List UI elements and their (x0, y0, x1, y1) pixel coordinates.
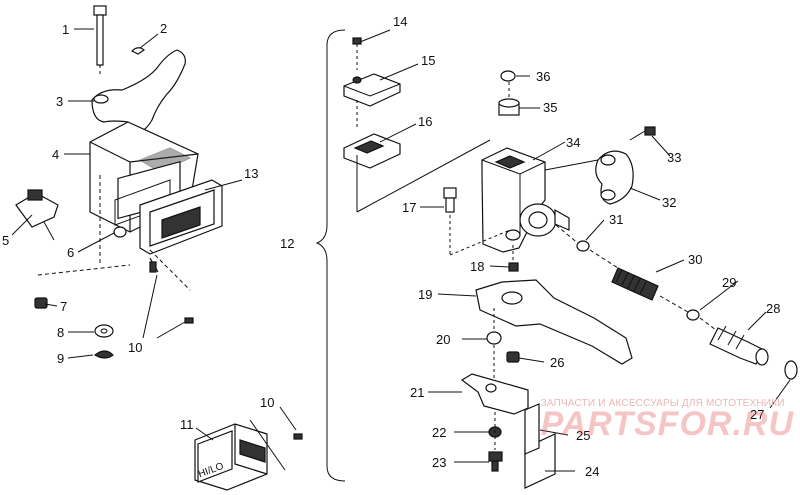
label-22: 22 (432, 425, 447, 440)
label-8: 8 (57, 325, 65, 340)
label-24: 24 (585, 464, 600, 479)
part-14-screw (352, 37, 362, 70)
label-10a: 10 (128, 340, 143, 355)
part-1-bolt (93, 5, 107, 75)
part-29-washer (686, 309, 700, 321)
label-9: 9 (57, 351, 65, 366)
part-35-seal (498, 98, 520, 116)
label-33: 33 (667, 150, 682, 165)
label-7: 7 (60, 299, 68, 314)
watermark: ЗАПЧАСТИ И АКСЕССУАРЫ ДЛЯ МОТОТЕХНИКИ PA… (541, 398, 794, 444)
label-3: 3 (56, 94, 64, 109)
label-28: 28 (766, 301, 781, 316)
part-8-washer (94, 324, 114, 338)
label-32: 32 (662, 195, 677, 210)
label-16: 16 (418, 114, 433, 129)
part-9-clip (93, 350, 114, 359)
watermark-brand: PARTSFOR.RU (540, 405, 794, 443)
label-4: 4 (52, 147, 60, 162)
part-20-bushing (486, 331, 502, 345)
part-10-screws (149, 257, 194, 324)
part-33-screw (629, 126, 656, 141)
label-15: 15 (421, 53, 436, 68)
label-26: 26 (550, 355, 565, 370)
label-25: 25 (576, 428, 591, 443)
label-29: 29 (722, 275, 737, 290)
label-10b: 10 (260, 395, 275, 410)
part-6-grommet (113, 226, 127, 238)
watermark-tagline: ЗАПЧАСТИ И АКСЕССУАРЫ ДЛЯ МОТОТЕХНИКИ (540, 398, 785, 409)
part-21-switch-bracket (460, 373, 529, 415)
part-32-clamp (595, 150, 634, 205)
part-27-ring (784, 360, 798, 380)
part-16-diaphragm (343, 133, 401, 169)
label-17: 17 (402, 200, 417, 215)
label-18: 18 (470, 259, 485, 274)
part-31-washer (576, 240, 590, 252)
part-11-hi-lo-switch (194, 423, 268, 491)
part-2-clip (130, 47, 146, 55)
label-2: 2 (160, 21, 168, 36)
part-19-lever (475, 279, 633, 365)
part-23-screw (488, 451, 503, 472)
part-30-spring (611, 267, 659, 301)
part-26-nut (506, 351, 520, 363)
part-34-master-cylinder (481, 147, 570, 253)
part-5-switch (15, 189, 59, 241)
bracket-12 (315, 29, 346, 482)
label-30: 30 (688, 252, 703, 267)
label-31: 31 (609, 212, 624, 227)
label-13: 13 (244, 166, 259, 181)
label-6: 6 (67, 245, 75, 260)
label-27: 27 (750, 407, 765, 422)
label-11: 11 (180, 417, 194, 432)
part-15-cover (343, 73, 401, 107)
label-23: 23 (432, 455, 447, 470)
part-28-piston (709, 325, 769, 366)
label-36: 36 (536, 69, 551, 84)
label-1: 1 (62, 22, 70, 37)
part-10-screw-b (293, 433, 303, 440)
label-34: 34 (566, 135, 581, 150)
label-12: 12 (280, 236, 295, 251)
label-35: 35 (543, 100, 558, 115)
label-21: 21 (410, 385, 425, 400)
part-17-screw (443, 187, 457, 213)
part-36-nut (500, 70, 516, 82)
part-24-brake-switch (524, 403, 556, 489)
part-3-bracket (91, 49, 186, 133)
label-14: 14 (393, 14, 408, 29)
label-20: 20 (436, 332, 451, 347)
label-19: 19 (418, 287, 433, 302)
part-13-switch-body (139, 179, 223, 255)
leader-lines (11, 28, 791, 472)
label-5: 5 (2, 233, 10, 248)
part-18-nut (508, 262, 519, 272)
part-7-nut (34, 297, 48, 309)
